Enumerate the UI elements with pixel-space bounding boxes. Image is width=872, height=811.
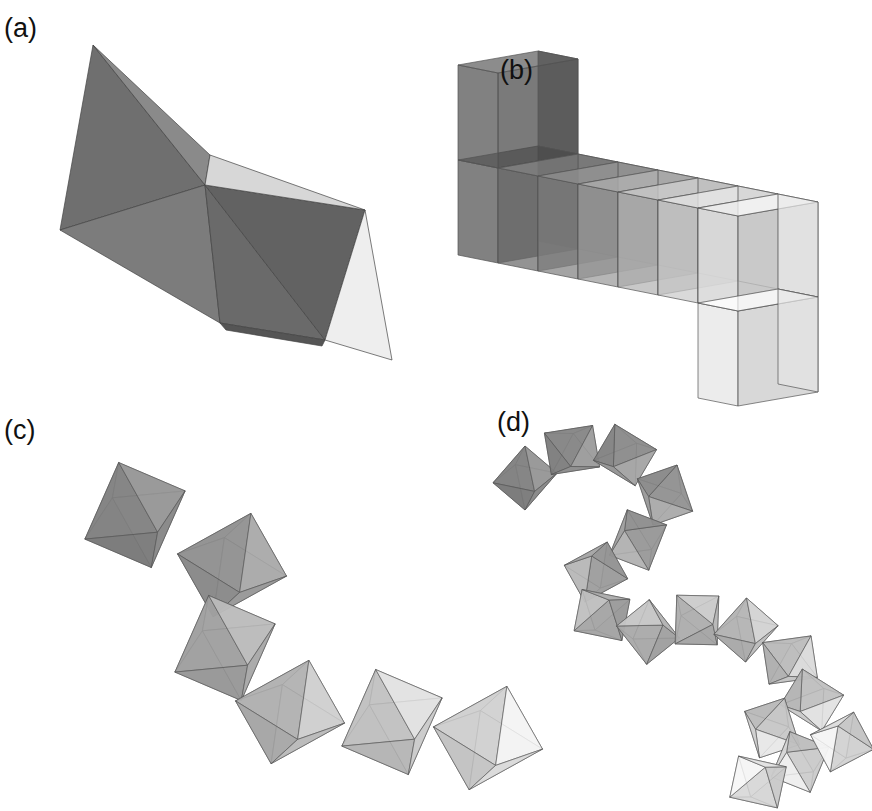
octahedron-face xyxy=(811,712,854,735)
panel-label: (c) xyxy=(4,416,35,446)
octahedron-face xyxy=(649,600,679,638)
octahedron-face xyxy=(119,463,185,533)
octahedron-face xyxy=(551,467,599,475)
panel-label: (b) xyxy=(500,56,533,86)
octahedron-face xyxy=(582,590,630,601)
octahedron-face xyxy=(496,686,543,765)
octahedron-face xyxy=(594,460,636,485)
octahedron-face xyxy=(745,711,760,757)
tetrahedra-chain xyxy=(60,45,392,360)
octahedron-face xyxy=(765,767,786,808)
octahedron-face xyxy=(408,698,442,775)
octahedron-face xyxy=(675,624,717,644)
octahedron-face xyxy=(469,749,542,790)
small-octahedra-chain xyxy=(493,424,872,808)
cube-face xyxy=(778,289,818,392)
octahedron-face xyxy=(677,595,719,624)
octahedron-face xyxy=(525,473,557,510)
cube-face xyxy=(458,65,498,168)
octahedron-face xyxy=(240,513,287,592)
octahedron-face xyxy=(175,665,248,700)
tetrahedron-face xyxy=(220,323,325,346)
octahedron-face xyxy=(271,723,344,764)
cube-face xyxy=(578,184,618,287)
cube-face xyxy=(538,176,578,279)
cube-chain xyxy=(458,51,818,406)
tetrahedron-face xyxy=(93,45,210,185)
octahedron-face xyxy=(747,598,779,644)
octahedron-face xyxy=(376,670,442,740)
tetrahedron-face xyxy=(60,185,220,323)
octahedron-face xyxy=(298,660,345,739)
cube-face xyxy=(538,51,578,154)
octahedron-face xyxy=(594,424,615,466)
octahedra-chain xyxy=(85,463,543,790)
octahedron-face xyxy=(610,510,628,555)
panel-label: (a) xyxy=(4,14,37,44)
tetrahedron-face xyxy=(325,210,392,360)
cube-face xyxy=(658,200,698,303)
octahedron-face xyxy=(209,596,275,666)
cube-face xyxy=(498,168,538,271)
cube-face xyxy=(698,208,738,311)
cube-face xyxy=(618,192,658,295)
octahedron-face xyxy=(564,542,607,565)
cube-face xyxy=(458,160,498,263)
octahedron-face xyxy=(739,756,787,767)
cube-face xyxy=(698,303,738,406)
octahedron-face xyxy=(617,600,663,626)
octahedron-face xyxy=(342,739,415,774)
octahedron-face xyxy=(647,625,680,664)
panel-label: (d) xyxy=(497,408,530,438)
cube-face xyxy=(778,194,818,297)
octahedron-face xyxy=(625,510,667,531)
tetrahedron-face xyxy=(205,155,365,210)
octahedron-face xyxy=(85,532,158,567)
